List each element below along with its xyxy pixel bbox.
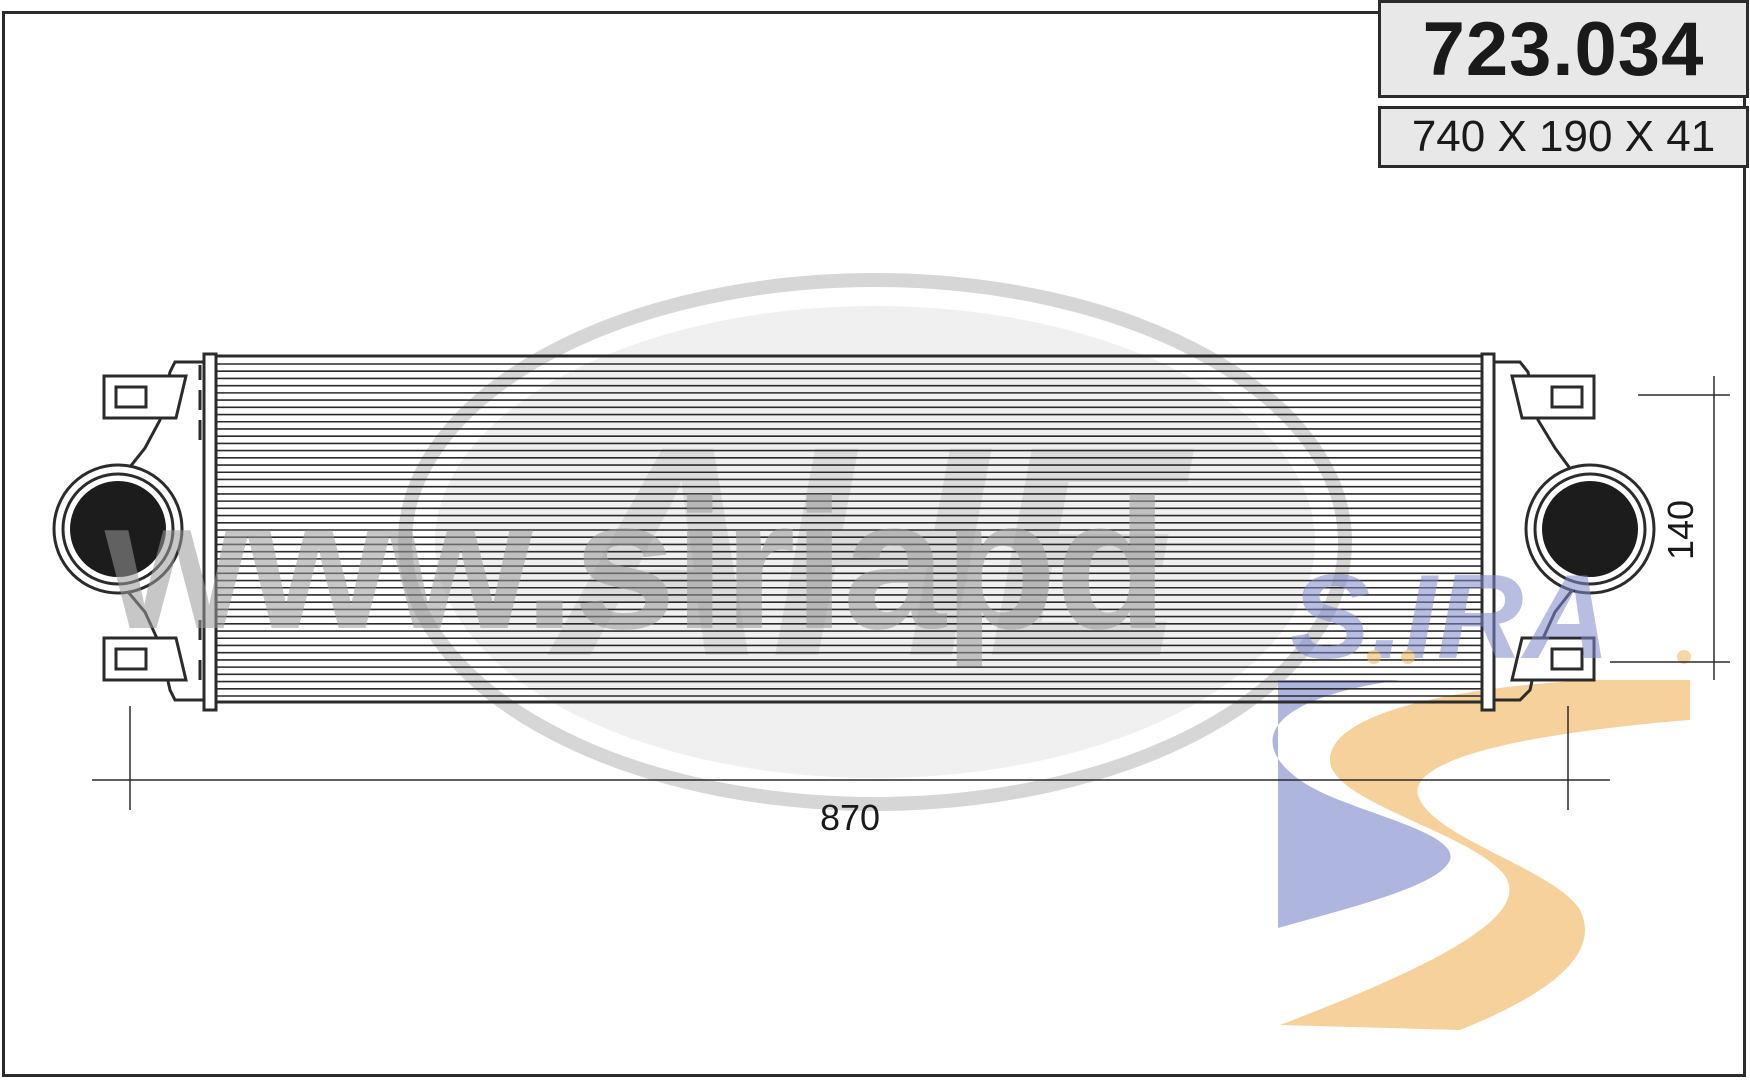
- core-dimensions: 740 X 190 X 41: [1411, 112, 1716, 161]
- left-lower-bracket: [102, 636, 188, 682]
- height-dimension-label: 140: [1660, 500, 1701, 560]
- drawing-frame: [2, 11, 1746, 1077]
- width-dimension-label: 870: [820, 797, 880, 838]
- watermark-url-text: www.siriapd: [104, 462, 1166, 668]
- left-pipe-outlet: [52, 463, 184, 595]
- right-pipe-outlet: [1524, 463, 1656, 595]
- watermark-brand-text: S.IRA: [1290, 550, 1610, 684]
- cooling-fins: [216, 363, 1482, 697]
- right-upper-bracket: [1510, 374, 1596, 420]
- part-number-box: 723.034: [1378, 0, 1749, 98]
- watermark-s-logo: [1272, 680, 1690, 1030]
- watermark-url: www.siriapd S.IRA: [104, 462, 1691, 684]
- right-lower-bracket: [1510, 636, 1596, 682]
- part-number: 723.034: [1422, 6, 1705, 92]
- left-upper-bracket: [102, 374, 188, 420]
- height-dimension: [1610, 376, 1730, 680]
- right-end-tank: [1480, 352, 1582, 712]
- intercooler-core: [212, 354, 1486, 704]
- width-dimension: [92, 706, 1610, 810]
- core-dimensions-box: 740 X 190 X 41: [1378, 106, 1749, 168]
